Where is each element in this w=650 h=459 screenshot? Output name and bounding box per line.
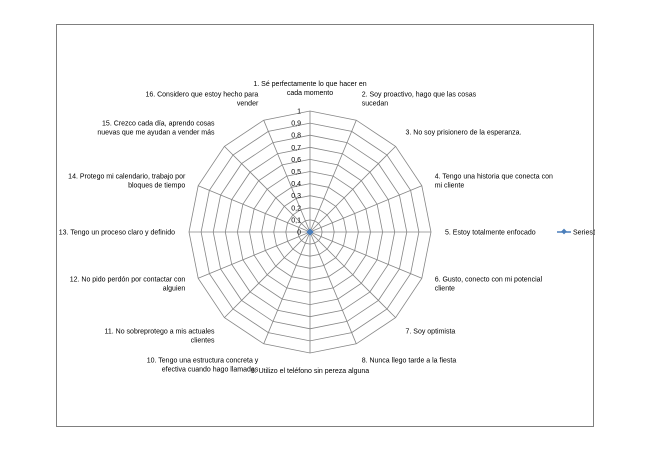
tick-label: 0,8 (291, 133, 301, 140)
category-label: 13. Tengo un proceso claro y definido (59, 230, 175, 237)
axis-spoke (309, 231, 396, 318)
category-label: 5. Estoy totalmente enfocado (445, 230, 536, 237)
category-label: 3. No soy prisionero de la esperanza. (406, 130, 522, 137)
tick-label: 0,9 (291, 121, 301, 128)
axis-spoke (198, 185, 311, 233)
axis-spoke (309, 185, 422, 233)
axis-spoke (309, 231, 422, 279)
category-label: 8. Nunca llego tarde a la fiesta (362, 358, 457, 365)
axis-spoke (309, 120, 357, 233)
tick-label: 0,2 (291, 205, 301, 212)
tick-label: 0 (297, 230, 301, 237)
tick-label: 1 (297, 109, 301, 116)
tick-label: 0,5 (291, 169, 301, 176)
axis-spoke (263, 120, 311, 233)
legend-marker (561, 228, 567, 235)
tick-label: 0,4 (291, 181, 301, 188)
axis-spoke (263, 231, 311, 344)
axis-spoke (224, 231, 311, 318)
tick-label: 0,3 (291, 193, 301, 200)
axis-spoke (198, 231, 311, 279)
radar-chart: 0 0,1 0,2 0,3 0,4 0,5 0,6 0,7 0,8 0,9 1 1. Sé perf… (59, 81, 595, 375)
axis-spoke (309, 146, 396, 233)
tick-label: 0,7 (291, 145, 301, 152)
chart-area: 0 0,1 0,2 0,3 0,4 0,5 0,6 0,7 0,8 0,9 1 1. Sé perf… (56, 24, 595, 427)
legend-label: Series1 (573, 230, 595, 237)
data-point (306, 228, 314, 236)
axis-spoke (309, 231, 357, 344)
category-label: 9. Utilizo el teléfono sin pereza alguna (251, 368, 369, 375)
axis-spoke (224, 146, 311, 233)
tick-label: 0,1 (291, 217, 301, 224)
tick-label: 0,6 (291, 157, 301, 164)
category-label: 7. Soy optimista (406, 329, 456, 336)
